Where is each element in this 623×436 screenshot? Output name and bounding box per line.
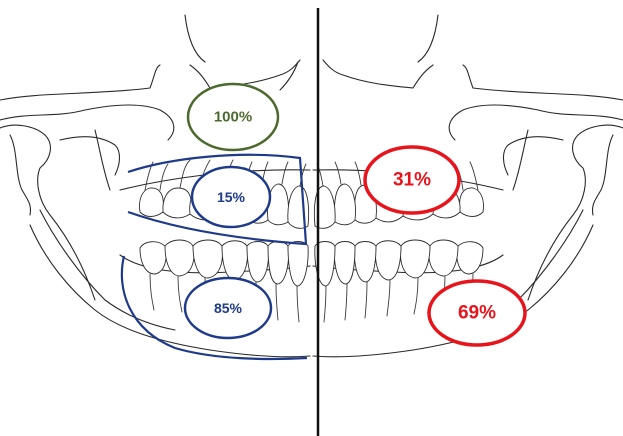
label-85-group: 85% [185,278,271,338]
label-31-group: 31% [365,147,459,213]
label-69-group: 69% [429,281,525,345]
label-100-group: 100% [188,84,278,150]
label-100-text: 100% [214,109,252,126]
label-31-text: 31% [393,170,431,191]
label-15-group: 15% [192,167,270,227]
label-15-text: 15% [217,189,246,205]
label-69-text: 69% [458,303,496,324]
label-85-text: 85% [214,300,243,316]
